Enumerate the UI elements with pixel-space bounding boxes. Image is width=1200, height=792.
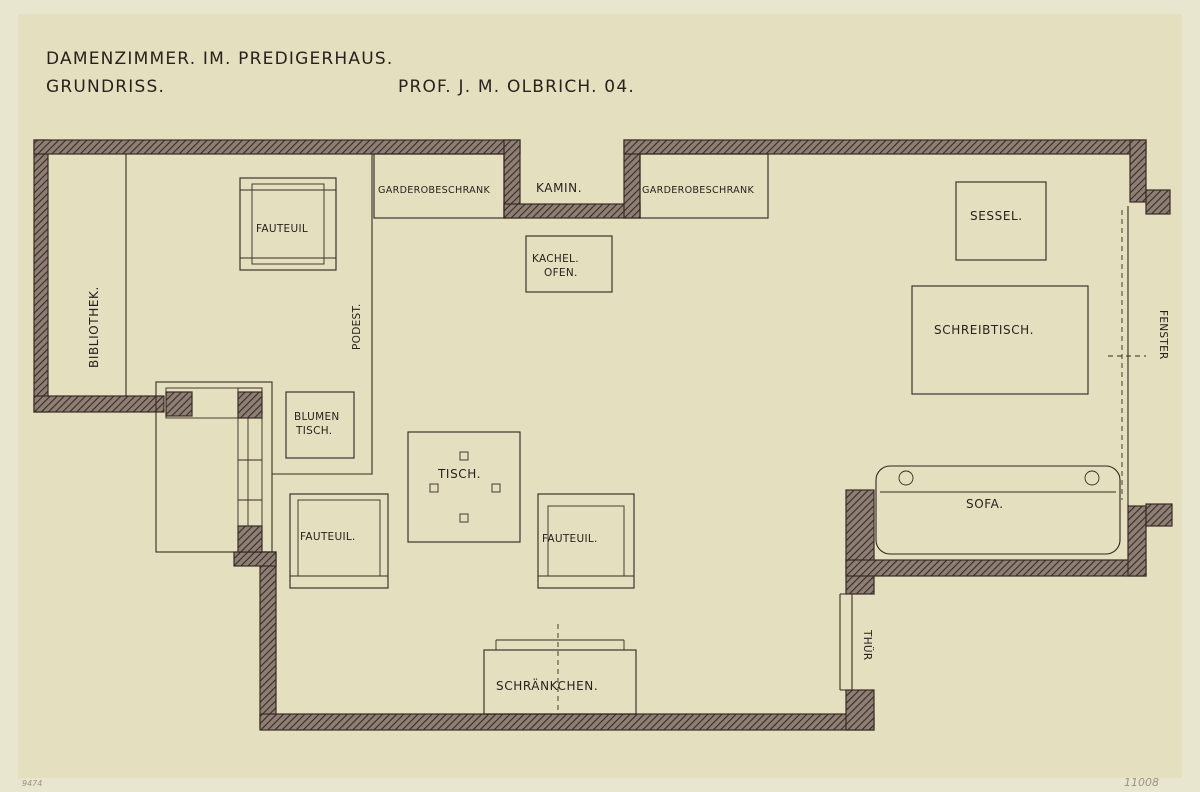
plan-subtitle: GRUNDRISS. [46,77,165,97]
wall-sofa-right-ext [1145,503,1173,527]
wall-right-lower-a [845,489,875,595]
wall-bottom [259,713,875,731]
schraenkchen [483,624,637,715]
wall-right-top [1129,139,1147,203]
paper-sheet [18,14,1182,778]
wall-left-library [33,139,49,413]
label-sofa: SOFA. [966,497,1004,511]
label-tisch: TISCH. [437,467,481,481]
label-fenster: FENSTER [1157,310,1169,360]
label-garderobe-left: GARDEROBESCHRANK [378,185,490,196]
label-schraenkchen: SCHRÄNKCHEN. [496,678,598,693]
wall-top-left [33,139,521,155]
fauteuil-top [239,177,337,271]
catalogue-mark-right: 11008 [1124,776,1159,789]
kachelofen [525,235,613,293]
label-sessel: SESSEL. [970,209,1023,223]
fauteuil-left [289,493,389,589]
catalogue-mark-left: 9474 [22,779,42,788]
schreibtisch [911,285,1089,395]
label-blumen-tisch: TISCH. [295,425,332,437]
label-kachel: KACHEL. [532,253,579,265]
plan-title: DAMENZIMMER. IM. PREDIGERHAUS. [46,49,393,69]
fauteuil-middle [537,493,635,589]
label-fauteuil-middle: FAUTEUIL. [542,533,598,545]
walls [33,139,1173,731]
wall-sofa-bottom [845,559,1147,577]
label-garderobe-right: GARDEROBESCHRANK [642,185,754,196]
label-podest: PODEST. [351,303,363,350]
label-fauteuil-top: FAUTEUIL [256,223,308,235]
label-ofen: OFEN. [544,267,578,279]
label-kamin: KAMIN. [536,181,582,195]
label-schreibtisch: SCHREIBTISCH. [934,323,1034,337]
podest-outline [272,154,373,475]
window-bay [155,381,273,553]
sofa [875,465,1121,555]
wall-left-lower [259,551,277,729]
window-right [1108,206,1146,506]
wall-sofa-right [1127,505,1147,577]
wall-right-top-ext [1145,189,1171,215]
label-fauteuil-left: FAUTEUIL. [300,531,356,543]
label-blumen: BLUMEN [294,411,340,423]
wall-kamin-bottom [503,203,641,219]
blumentisch [285,391,355,459]
label-thuer: THÜR [861,629,874,661]
wall-library-bottom [33,395,165,413]
wall-left-lower-stub [233,551,277,567]
wall-right-lower-b [845,689,875,731]
garderobeschrank-right [639,153,769,219]
door-opening [839,593,874,691]
garderobeschrank-left [373,153,505,219]
plan-author: PROF. J. M. OLBRICH. 04. [398,77,635,97]
tisch [407,431,521,543]
label-bibliothek: BIBLIOTHEK. [87,286,101,368]
sessel [955,181,1047,261]
wall-top-right [623,139,1147,155]
